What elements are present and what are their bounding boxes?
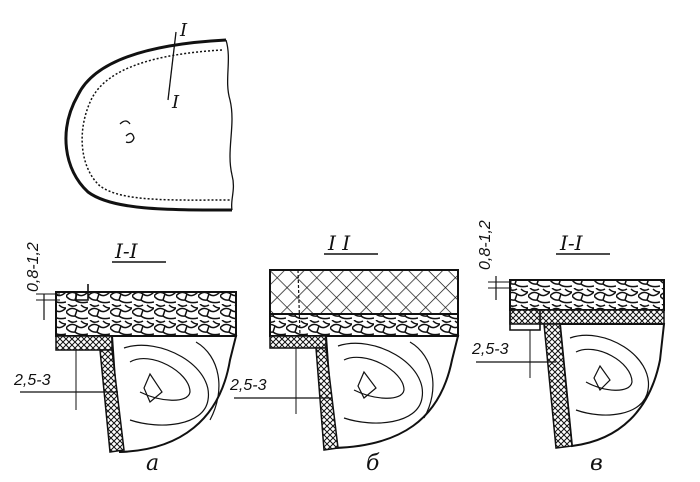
caption-c: в [590, 451, 603, 476]
wood-grain-a [123, 341, 220, 426]
plan-right-edge [225, 39, 235, 211]
top-layer-a [55, 291, 237, 337]
section-label-b: I I [327, 231, 351, 255]
dim-top-c: 0,8-1,2 [477, 220, 494, 270]
foam-strip-a [55, 335, 113, 351]
caption-a: а [146, 451, 159, 476]
caption-b: б [366, 451, 380, 476]
seam-line-b [297, 269, 301, 337]
edge-strip-c [543, 323, 573, 449]
edge-strip-b [315, 347, 339, 451]
cell-layer-b [269, 313, 459, 337]
foam-strip-b [269, 335, 327, 349]
section-label-a: I-I [114, 239, 139, 263]
section-mark-upper: I [179, 20, 188, 41]
section-line [167, 31, 177, 101]
edge-strip-a [99, 349, 125, 453]
wood-block-a [110, 335, 238, 454]
wood-grain-c [569, 334, 649, 416]
dim-bottom-a: 2,5-3 [13, 372, 51, 389]
section-view-a: I-I 0,8-1,2 2,5-3 а [13, 239, 238, 476]
strip-layer-c [509, 309, 665, 325]
wood-block-c [558, 323, 666, 448]
wood-grain-b [337, 341, 434, 424]
wood-block-b [324, 335, 460, 450]
section-label-c: I-I [559, 231, 584, 255]
plan-outer-outline [64, 38, 233, 212]
section-mark-lower: I [171, 92, 180, 113]
top-step-c [509, 310, 541, 331]
surface-mark [119, 120, 135, 144]
dim-bottom-c: 2,5-3 [471, 341, 509, 358]
section-view-b: I I 2,5-3 б [229, 231, 460, 476]
plan-inner-serrated-edge [81, 49, 231, 201]
section-view-c: I-I 0,8-1,2 2,5-3 в [471, 220, 666, 476]
dim-top-a: 0,8-1,2 [25, 242, 42, 292]
cell-layer-c [509, 279, 665, 311]
top-step-a [56, 284, 89, 301]
dim-bottom-b: 2,5-3 [229, 377, 267, 394]
top-plan-view: I I [64, 20, 235, 212]
